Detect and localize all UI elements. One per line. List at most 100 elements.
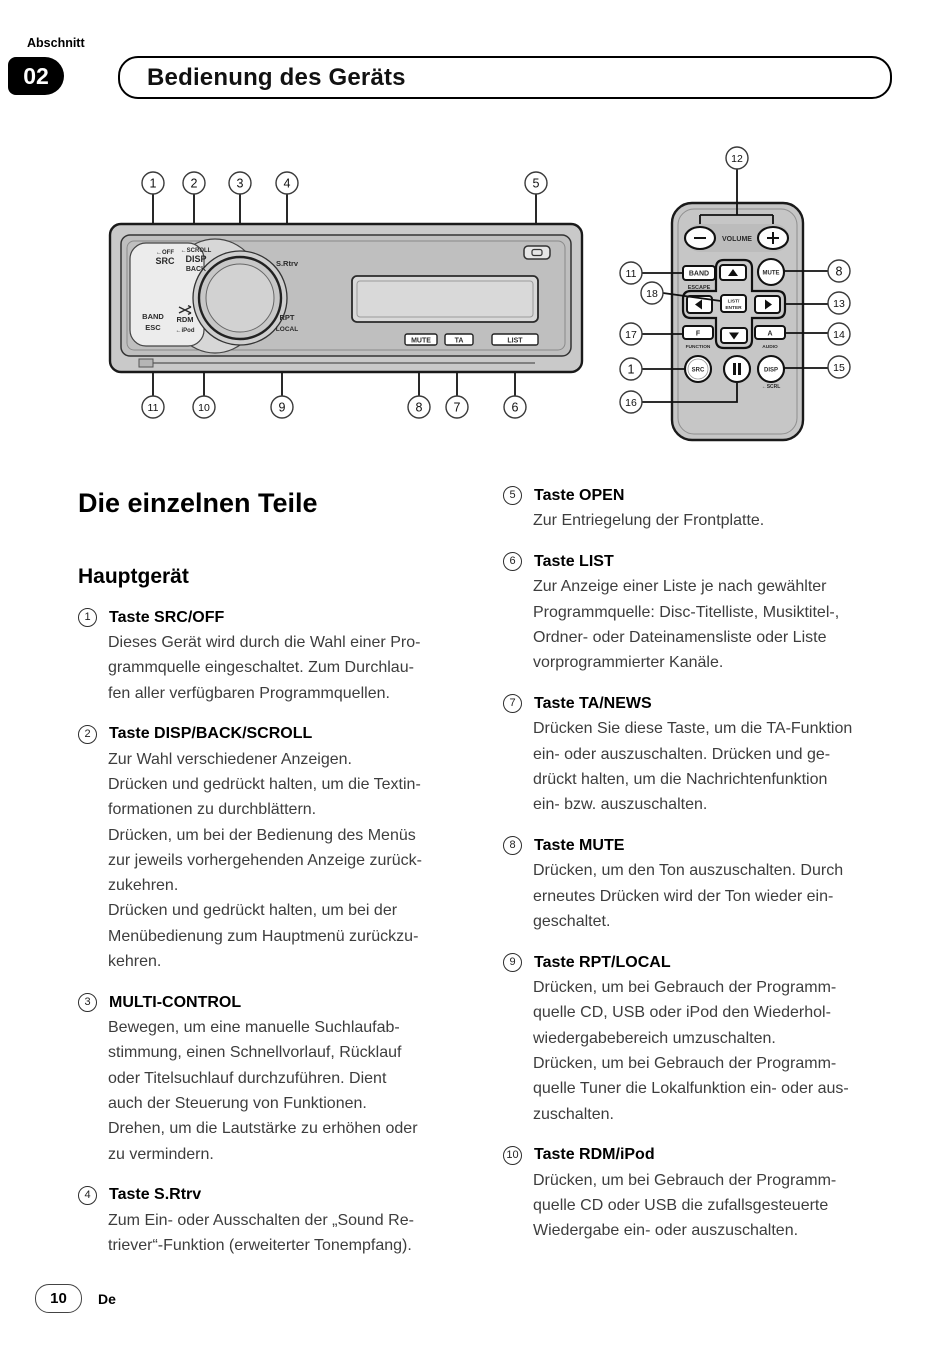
list-item: 10 Taste RDM/iPod Drücken, um bei Gebrau… — [503, 1145, 898, 1244]
ipod-label: ←iPod — [176, 328, 195, 334]
callout-8 — [407, 395, 431, 419]
item-body: Dieses Gerät wird durch die Wahl einer P… — [108, 634, 421, 702]
local-label: LOCAL — [276, 326, 298, 333]
rdm-label: RDM — [176, 315, 193, 324]
page-title: Die einzelnen Teile — [78, 488, 318, 518]
item-body: Zur Wahl verschiedener Anzeigen. Drücken… — [108, 750, 422, 970]
item-body: Drücken, um den Ton auszuschalten. Durch… — [533, 862, 844, 930]
callout-11r-number: 11 — [626, 268, 637, 280]
item-number: 1 — [78, 608, 97, 627]
remote-mute-label: MUTE — [763, 271, 780, 277]
callout-12-number: 12 — [731, 153, 743, 165]
callout-5-number: 5 — [533, 177, 540, 191]
callout-7 — [445, 395, 469, 419]
list-enter-label-1: LIST/ — [728, 299, 740, 305]
item-title: Taste DISP/BACK/SCROLL — [109, 725, 313, 743]
item-title: Taste LIST — [534, 552, 614, 570]
band-button-label: BAND — [689, 271, 709, 278]
item-title: Taste RPT/LOCAL — [534, 953, 671, 971]
item-body: Drücken, um bei Gebrauch der Programm- q… — [533, 1171, 837, 1240]
disp-button — [756, 354, 786, 384]
open-eject-icon — [531, 248, 543, 257]
mute-button-label: MUTE — [411, 338, 431, 345]
pause-icon — [733, 363, 741, 375]
callout-16 — [619, 390, 643, 414]
item-title: Taste S.Rtrv — [109, 1186, 202, 1204]
callout-1r-number: 1 — [628, 363, 635, 377]
item-number: 3 — [78, 993, 97, 1013]
callout-2 — [182, 171, 206, 195]
list-enter-label-2: ENTER — [725, 305, 742, 311]
escape-label: ESCAPE — [688, 285, 711, 291]
display-panel — [351, 275, 539, 323]
callout-17-number: 17 — [625, 329, 637, 341]
open-button — [523, 245, 551, 260]
list-item: 5 Taste OPEN Zur Entriegelung der Frontp… — [503, 486, 898, 533]
pause-button — [722, 354, 752, 384]
a-button-label: A — [767, 331, 772, 338]
leader-line — [642, 383, 738, 403]
right-arrow-icon — [765, 299, 772, 310]
list-button — [491, 333, 539, 346]
list-item: 6 Taste LIST Zur Anzeige einer Liste je … — [503, 552, 898, 675]
item-body: Drücken, um bei Gebrauch der Programm- q… — [533, 979, 849, 1123]
remote-mute-button — [756, 257, 786, 287]
left-arrow-icon — [695, 299, 702, 310]
down-arrow-icon — [729, 332, 739, 340]
callout-10-number: 10 — [198, 402, 210, 414]
list-item: 8 Taste MUTE Drücken, um den Ton auszusc… — [503, 836, 898, 934]
off-label: ←OFF — [156, 250, 174, 256]
item-body: Zum Ein- oder Ausschalten der „Sound Re-… — [108, 1211, 414, 1255]
esc-label: ESC — [145, 323, 161, 332]
callout-4-number: 4 — [284, 177, 291, 191]
volume-label: VOLUME — [722, 236, 752, 243]
callout-6 — [503, 395, 527, 419]
callout-11 — [141, 395, 165, 419]
item-number: 7 — [503, 694, 522, 714]
item-title: Taste TA/NEWS — [534, 694, 652, 712]
remote-src-ring — [687, 358, 709, 380]
item-title: Taste RDM/iPod — [534, 1146, 655, 1164]
audio-button — [754, 325, 786, 340]
rpt-label: RPT — [280, 313, 295, 322]
callout-14-number: 14 — [833, 329, 845, 341]
callout-9-number: 9 — [279, 401, 286, 415]
right-column: 5 Taste OPEN Zur Entriegelung der Frontp… — [503, 486, 898, 1244]
item-number: 6 — [503, 552, 522, 572]
item-body: Bewegen, um eine manuelle Suchlaufab- st… — [108, 1019, 418, 1163]
remote-src-label: SRC — [692, 368, 705, 374]
item-number: 10 — [503, 1145, 522, 1165]
callout-6-number: 6 — [512, 401, 519, 415]
language-code: De — [98, 1291, 116, 1307]
callout-14 — [827, 322, 851, 346]
callout-4 — [275, 171, 299, 195]
mute-button — [404, 333, 438, 346]
chapter-title-box: Bedienung des Geräts — [118, 56, 892, 99]
display-inner-line — [356, 280, 534, 318]
callout-11-number: 11 — [148, 402, 159, 414]
leader-line — [662, 292, 722, 302]
callout-15-number: 15 — [833, 362, 845, 374]
callout-1 — [141, 171, 165, 195]
disp-label: DISP — [185, 254, 206, 264]
audio-label: AUDIO — [762, 344, 778, 350]
left-column: Die einzelnen Teile Hauptgerät 1 Taste S… — [78, 482, 473, 1258]
item-number: 5 — [503, 486, 522, 505]
callout-8r — [827, 259, 851, 283]
leader-line — [785, 303, 829, 305]
back-label: BACK — [186, 266, 206, 273]
callout-18 — [640, 281, 664, 305]
callout-8r-number: 8 — [836, 265, 843, 279]
item-body: Zur Entriegelung der Frontplatte. — [533, 512, 765, 529]
head-unit-diagram: MUTE TA LIST ←OFF SRC ←SCROLL DISP BACK … — [95, 150, 610, 445]
callout-8-number: 8 — [416, 401, 423, 415]
callout-17 — [619, 322, 643, 346]
callout-3 — [228, 171, 252, 195]
f-button-label: F — [696, 331, 701, 338]
item-number: 8 — [503, 836, 522, 856]
callout-7-number: 7 — [454, 401, 461, 415]
item-body: Zur Anzeige einer Liste je nach gewählte… — [533, 578, 840, 672]
callout-13-number: 13 — [833, 298, 845, 310]
list-item: 7 Taste TA/NEWS Drücken Sie diese Taste,… — [503, 694, 898, 817]
